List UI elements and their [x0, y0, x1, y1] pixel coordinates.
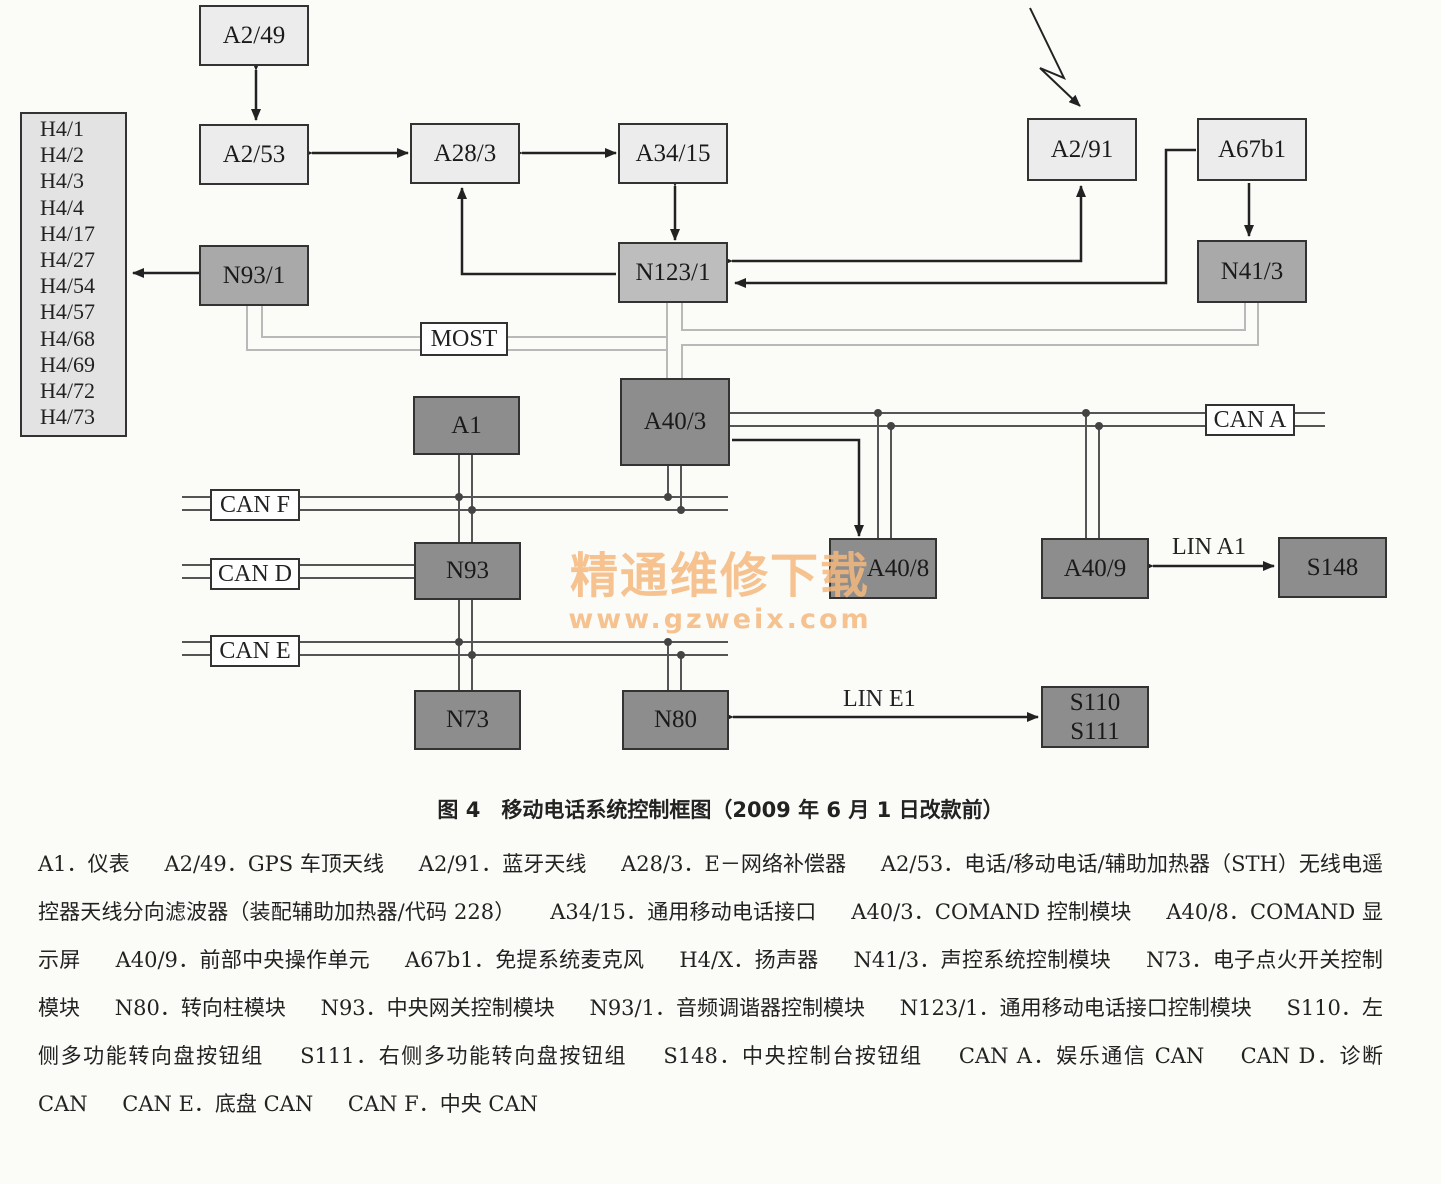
bus-label-most: MOST: [420, 322, 508, 356]
speaker-list: H4/1 H4/2 H4/3 H4/4 H4/17 H4/27 H4/54 H4…: [20, 112, 127, 437]
legend-item: S111．右侧多功能转向盘按钮组: [300, 1044, 628, 1068]
legend-item: CAN A．娱乐通信 CAN: [958, 1044, 1205, 1068]
box-n93-1: N93/1: [199, 245, 309, 306]
legend-item: A1．仪表: [38, 852, 130, 876]
legend-item: A2/49．GPS 车顶天线: [164, 852, 385, 876]
box-a40-8: A40/8: [829, 538, 937, 599]
box-a2-49: A2/49: [199, 5, 309, 66]
connection-lines: [132, 7, 1325, 722]
bus-label-can-f: CAN F: [210, 489, 300, 521]
legend-text: A1．仪表 A2/49．GPS 车顶天线 A2/91．蓝牙天线 A28/3．E－…: [38, 840, 1383, 1128]
bus-label-can-a: CAN A: [1205, 404, 1295, 436]
box-a28-3: A28/3: [410, 123, 520, 184]
legend-item: H4/X．扬声器: [679, 948, 819, 972]
box-s148: S148: [1278, 537, 1387, 598]
speaker-item: H4/4: [40, 194, 84, 220]
box-s110-s111: S110 S111: [1041, 686, 1149, 748]
speaker-item: H4/72: [40, 378, 95, 404]
legend-item: CAN D．诊断 CAN: [38, 1044, 1384, 1116]
legend-item: CAN E．底盘 CAN: [122, 1092, 314, 1116]
box-a1: A1: [413, 396, 520, 455]
legend-item: CAN F．中央 CAN: [347, 1092, 539, 1116]
speaker-item: H4/69: [40, 351, 95, 377]
legend-item: A28/3．E－网络补偿器: [621, 852, 847, 876]
box-n80: N80: [622, 690, 729, 750]
watermark-url: www.gzweix.com: [568, 604, 872, 635]
box-n73: N73: [414, 690, 521, 750]
legend-item: A34/15．通用移动电话接口: [550, 900, 817, 924]
speaker-item: H4/2: [40, 142, 84, 168]
legend-item: A40/3．COMAND 控制模块: [851, 900, 1132, 924]
bus-label-lin-e1: LIN E1: [843, 686, 916, 712]
speaker-item: H4/54: [40, 273, 95, 299]
system-block-diagram: A2/49 A2/53 A28/3 A34/15 A2/91 A67b1 N93…: [20, 5, 1387, 750]
bus-label-lin-a1: LIN A1: [1172, 534, 1246, 560]
box-a40-3: A40/3: [620, 378, 730, 466]
watermark: 精通维修下载 www.gzweix.com: [545, 548, 895, 635]
s110-label: S110: [1069, 689, 1121, 716]
legend-item: A40/9．前部中央操作单元: [115, 948, 370, 972]
s111-label: S111: [1070, 718, 1120, 745]
can-fde-buses: [182, 455, 728, 690]
legend-item: A2/53．电话/移动电话/辅助加热器（STH）无线电遥控器天线分向滤波器（装配…: [38, 852, 1383, 924]
legend-item: N123/1．通用移动电话接口控制模块: [899, 996, 1252, 1020]
box-a40-9: A40/9: [1041, 538, 1149, 599]
legend-item: N41/3．声控系统控制模块: [853, 948, 1112, 972]
legend-item: A40/8．COMAND 显示屏: [38, 900, 1383, 972]
legend-item: N93/1．音频调谐器控制模块: [589, 996, 866, 1020]
figure-caption: 图 4 移动电话系统控制框图（2009 年 6 月 1 日改款前）: [437, 798, 1004, 822]
box-a34-15: A34/15: [618, 123, 728, 184]
box-a2-91: A2/91: [1027, 118, 1137, 181]
watermark-text: 精通维修下载: [569, 548, 870, 604]
box-n41-3: N41/3: [1197, 240, 1307, 303]
speaker-item: H4/68: [40, 325, 95, 351]
most-ring: [246, 293, 1259, 380]
legend-item: S148．中央控制台按钮组: [663, 1044, 923, 1068]
bus-label-can-e: CAN E: [210, 635, 300, 667]
legend-item: N80．转向柱模块: [114, 996, 286, 1020]
box-n93: N93: [414, 542, 521, 600]
speaker-item: H4/1: [40, 116, 84, 141]
speaker-item: H4/57: [40, 299, 95, 325]
legend-item: S110．左侧多功能转向盘按钮组: [38, 996, 1383, 1068]
signal-arrows: [132, 7, 1275, 722]
speaker-item: H4/27: [40, 247, 95, 273]
legend-item: N73．电子点火开关控制模块: [38, 948, 1383, 1020]
box-a2-53: A2/53: [199, 124, 309, 185]
legend-item: A2/91．蓝牙天线: [418, 852, 587, 876]
box-a67b1: A67b1: [1197, 118, 1307, 181]
can-a-junctions: [874, 409, 1103, 430]
legend-item: N93．中央网关控制模块: [320, 996, 555, 1020]
legend-item: A67b1．免提系统麦克风: [404, 948, 645, 972]
bus-label-can-d: CAN D: [210, 558, 300, 590]
speaker-item: H4/17: [40, 220, 95, 246]
can-a-bus: [728, 412, 1325, 538]
can-fde-junctions: [455, 493, 685, 659]
speaker-item: H4/3: [40, 168, 84, 194]
box-n123-1: N123/1: [618, 242, 728, 303]
speaker-item: H4/73: [40, 404, 95, 430]
